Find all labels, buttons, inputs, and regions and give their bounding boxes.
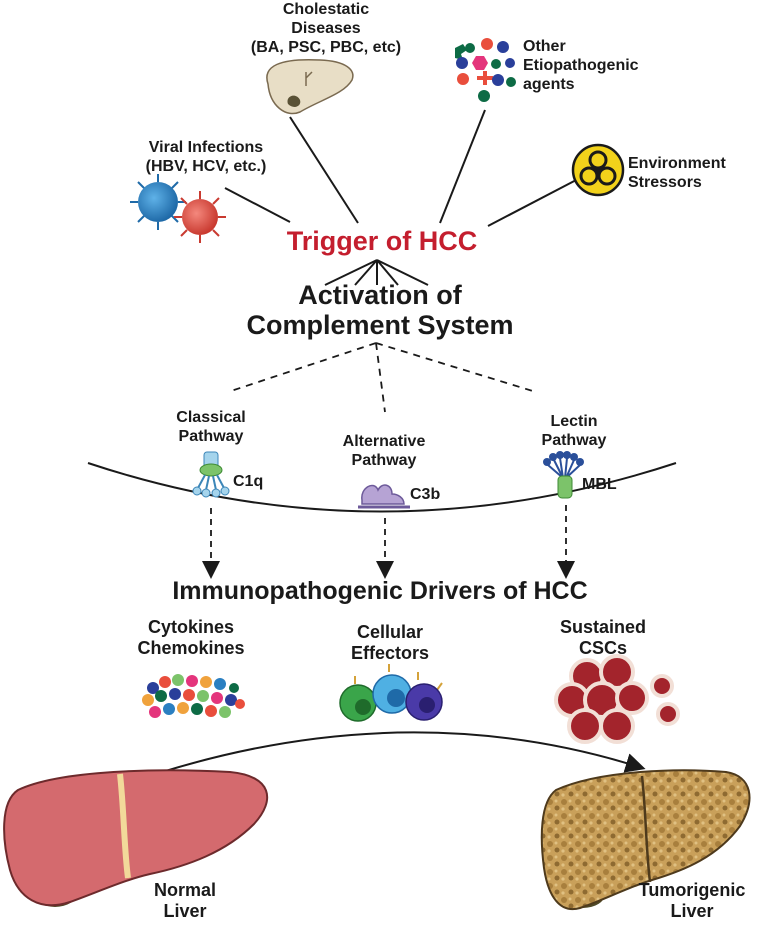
c3b-label: C3b: [410, 486, 441, 503]
cellular-effectors-icon: [339, 664, 443, 722]
virus-blue-icon: [130, 174, 186, 230]
c1q-icon: [192, 451, 230, 498]
mbl-label: MBL: [582, 476, 617, 493]
biohazard-icon: [571, 143, 625, 197]
cholestatic-label: Cholestatic Diseases (BA, PSC, PBC, etc): [250, 1, 402, 56]
classical-pathway-label: Classical Pathway: [176, 409, 246, 445]
tumorigenic-liver-icon: [540, 769, 751, 911]
environment-stressors-label: Environment Stressors: [628, 155, 726, 191]
progression-arrow: [119, 731, 646, 787]
virus-icons: [130, 174, 226, 243]
pathway-arrows: [202, 505, 575, 579]
trigger-of-hcc-title: Trigger of HCC: [286, 226, 478, 256]
cholestatic-liver-icon: [266, 58, 354, 115]
virus-red-icon: [174, 191, 226, 243]
trigger-lines: [224, 109, 581, 286]
drivers-title: Immunopathogenic Drivers of HCC: [172, 577, 588, 605]
cytokines-icon: [142, 674, 245, 718]
activation-title: Activation of Complement System: [246, 280, 514, 340]
c3b-icon: [358, 484, 410, 509]
tumorigenic-liver-label: Tumorigenic Liver: [638, 880, 746, 921]
cytokines-label: Cytokines Chemokines: [137, 617, 245, 658]
normal-liver-label: Normal Liver: [153, 880, 216, 921]
normal-liver-icon: [3, 769, 269, 907]
pathogen-agents-icon: [455, 38, 516, 102]
cell-membrane-arc: [87, 462, 677, 513]
cscs-icon: [554, 654, 680, 744]
alternative-pathway-label: Alternative Pathway: [342, 433, 426, 469]
lectin-pathway-label: Lectin Pathway: [541, 413, 607, 449]
cellular-effectors-label: Cellular Effectors: [350, 622, 430, 663]
viral-infections-label: Viral Infections (HBV, HCV, etc.): [145, 139, 267, 175]
pathway-branch-lines: [227, 342, 537, 413]
c1q-label: C1q: [233, 473, 264, 490]
mbl-icon: [543, 451, 584, 499]
cscs-label: Sustained CSCs: [559, 617, 647, 658]
other-agents-label: Other Etiopathogenic agents: [523, 38, 639, 93]
